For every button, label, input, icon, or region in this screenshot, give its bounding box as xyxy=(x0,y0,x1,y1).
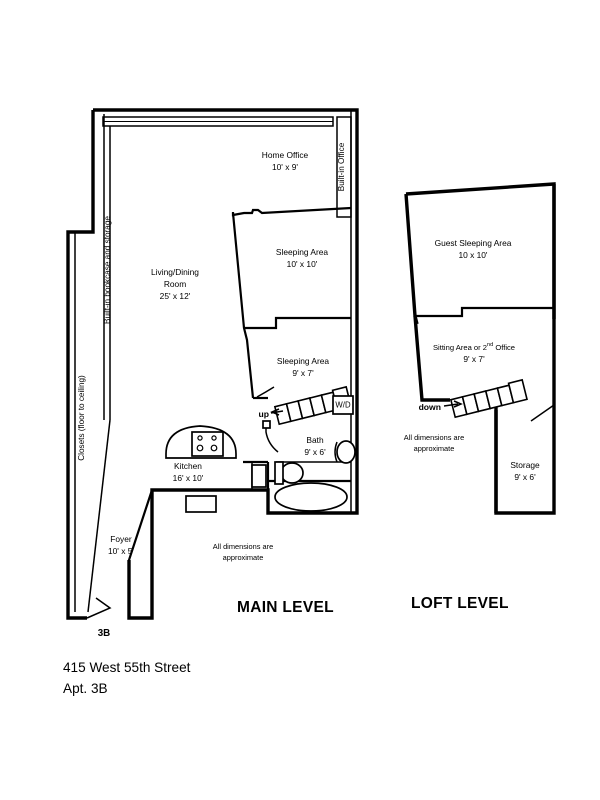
room-label-sitting-area: Sitting Area or 2nd Office xyxy=(433,342,515,352)
hall-closet xyxy=(152,460,268,513)
room-label-living-dining: Living/Dining xyxy=(151,267,199,277)
sleeping-area-door-swing xyxy=(256,386,275,398)
document-footer: 415 West 55th Street Apt. 3B xyxy=(63,660,191,696)
room-label-home-office: Home Office xyxy=(262,150,309,160)
main-level-group: up W/D xyxy=(66,108,359,639)
stair-down-label: down xyxy=(419,402,441,412)
home-office-partition xyxy=(231,206,352,217)
sleeping-area-west-wall xyxy=(231,212,255,399)
loft-rooms-divider xyxy=(415,306,554,318)
room-dims-sitting-area: 9' x 7' xyxy=(463,354,485,364)
washer-dryer-box xyxy=(332,395,354,415)
closets-label: Closets (floor to ceiling) xyxy=(77,375,86,461)
room-dims-foyer: 10' x 5' xyxy=(108,546,134,556)
loft-level-group: down Guest Sleeping Area 10 x 10' Sittin… xyxy=(404,182,556,612)
room-label-kitchen: Kitchen xyxy=(174,461,202,471)
bathtub-icon xyxy=(274,482,348,512)
sitting-area-base: Sitting Area or 2 xyxy=(433,343,487,352)
kitchen-island xyxy=(165,425,237,459)
stair-up-label: up xyxy=(259,409,270,419)
washer-dryer-label: W/D xyxy=(335,401,351,410)
foyer-walls xyxy=(86,489,154,619)
builtin-bookcase-strip xyxy=(103,114,111,420)
bath-door-swing xyxy=(265,425,279,453)
room-dims-kitchen: 16' x 10' xyxy=(173,473,204,483)
closet-niche xyxy=(251,464,267,488)
bath-fixtures xyxy=(274,440,356,512)
storage-door-swing xyxy=(530,404,555,422)
bath-door-jamb xyxy=(262,420,271,429)
top-window-band xyxy=(102,116,334,127)
room-dims-guest-sleeping: 10 x 10' xyxy=(458,250,487,260)
loft-level-note-line1: All dimensions are xyxy=(404,433,464,442)
loft-level-title: LOFT LEVEL xyxy=(411,595,509,612)
room-dims-sleeping-area-2: 9' x 7' xyxy=(292,368,314,378)
closets-wall-strip xyxy=(74,232,111,613)
room-label-sleeping-area-2: Sleeping Area xyxy=(277,356,329,366)
builtin-office-label: Built-in Office xyxy=(337,142,346,191)
room-label-living-dining-room: Room xyxy=(164,279,186,289)
main-level-note-line2: approximate xyxy=(223,553,264,562)
sitting-area-tail: Office xyxy=(493,343,515,352)
main-level-title: MAIN LEVEL xyxy=(237,599,334,616)
cooktop-icon xyxy=(191,431,224,457)
room-label-storage: Storage xyxy=(510,460,540,470)
address-line-2: Apt. 3B xyxy=(63,681,108,696)
toilet-icon xyxy=(336,440,356,464)
sleeping-areas-divider xyxy=(244,316,351,330)
loft-staircase xyxy=(443,378,528,419)
loft-level-note-line2: approximate xyxy=(414,444,455,453)
hall-closet-box xyxy=(185,495,217,513)
builtin-bookcase-label: Built-in bookcase and storage xyxy=(103,216,112,324)
loft-sitting-west-wall xyxy=(413,315,450,402)
room-dims-home-office: 10' x 9' xyxy=(272,162,298,172)
sitting-area-superscript: nd xyxy=(487,342,493,348)
room-label-bath: Bath xyxy=(306,435,324,445)
room-dims-living-dining: 25' x 12' xyxy=(160,291,191,301)
room-dims-bath: 9' x 6' xyxy=(304,447,326,457)
room-label-foyer: Foyer xyxy=(110,534,132,544)
room-dims-sleeping-area-1: 10' x 10' xyxy=(287,259,318,269)
main-level-note-line1: All dimensions are xyxy=(213,542,273,551)
room-label-guest-sleeping: Guest Sleeping Area xyxy=(435,238,512,248)
address-line-1: 415 West 55th Street xyxy=(63,660,191,675)
sink-counter xyxy=(274,461,284,485)
apartment-marker: 3B xyxy=(98,628,111,639)
sink-icon xyxy=(280,462,304,484)
room-dims-storage: 9' x 6' xyxy=(514,472,536,482)
room-label-sleeping-area-1: Sleeping Area xyxy=(276,247,328,257)
